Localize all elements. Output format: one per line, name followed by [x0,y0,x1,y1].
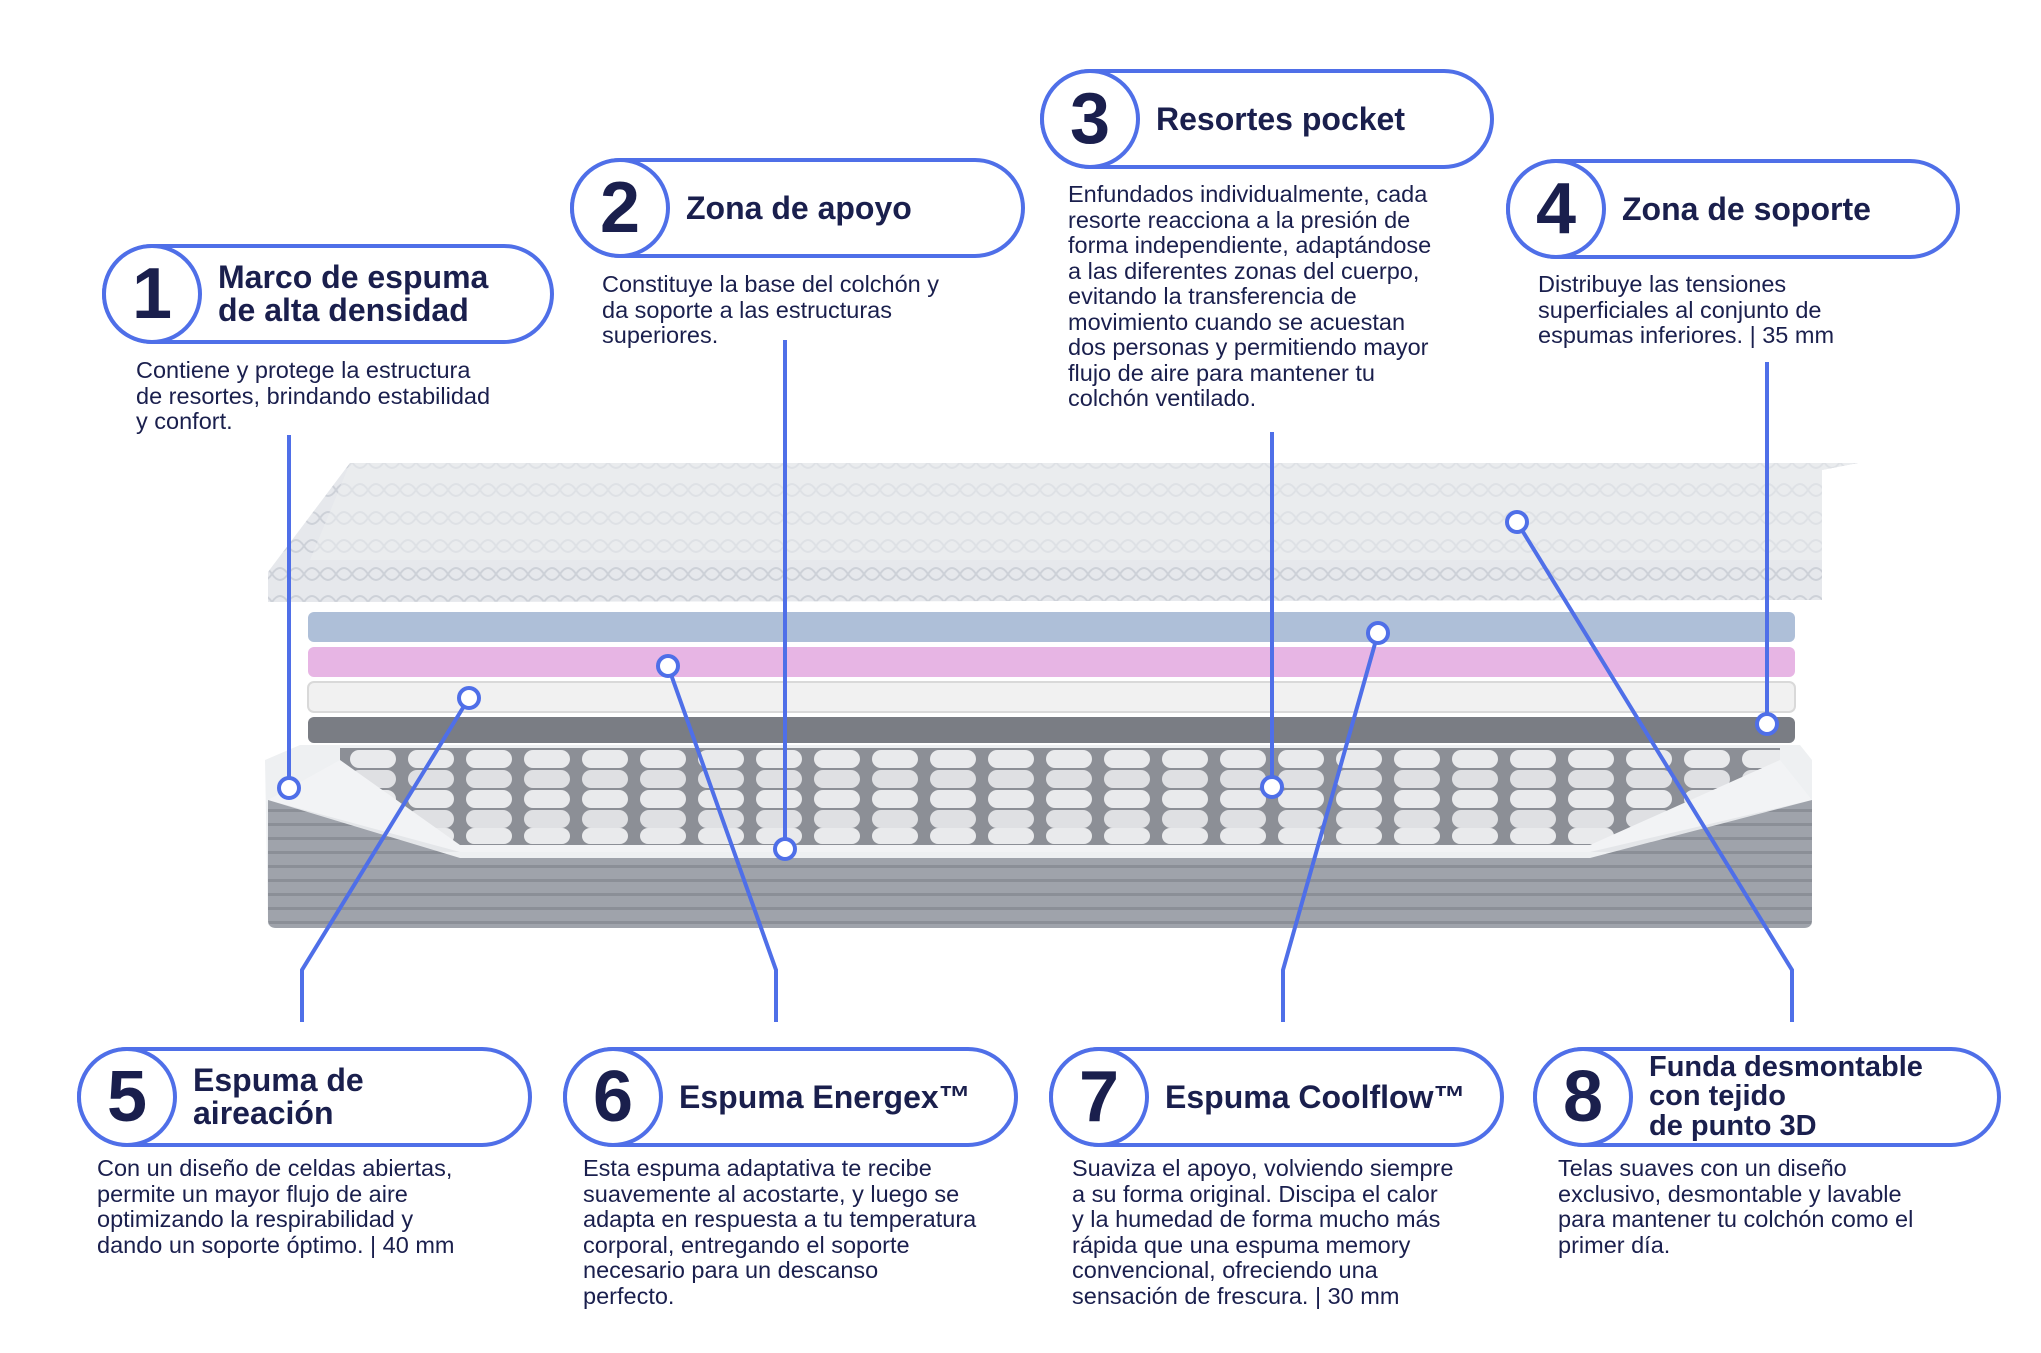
marker-dots [277,510,1779,861]
leader-line-8 [1515,520,1794,1022]
callout-4-header: 4 Zona de soporte [1506,159,1960,259]
callout-2-title: Zona de apoyo [686,189,912,226]
callout-1-description: Contiene y protege la estructura de reso… [136,357,491,434]
callout-3-header: 3 Resortes pocket [1040,69,1494,169]
leader-line-6 [666,665,778,1022]
marker-dot-3 [1260,775,1284,799]
callout-2-header: 2 Zona de apoyo [570,158,1025,258]
marker-dot-5 [457,686,481,710]
callout-3-title: Resortes pocket [1156,100,1405,137]
callout-4-description: Distribuye las tensiones superficiales a… [1538,271,1835,348]
marker-dot-6 [656,654,680,678]
callout-2-description: Constituye la base del colchón y da sopo… [602,271,940,348]
marker-dot-2 [773,837,797,861]
callout-7-number: 7 [1049,1047,1149,1147]
marker-dot-8 [1505,510,1529,534]
callout-6-title: Espuma Energex™ [679,1078,971,1115]
layer-blue-foam [308,612,1795,642]
quilted-cover [268,463,1858,602]
leader-line-7 [1281,632,1380,1022]
callout-7-header: 7 Espuma Coolflow™ [1049,1047,1504,1147]
callout-5-title: Espuma de aireación [193,1062,364,1131]
callout-8-number: 8 [1533,1047,1633,1147]
layer-pink-foam [308,647,1795,677]
marker-dot-7 [1366,621,1390,645]
layer-gray-foam [308,717,1795,743]
callout-6-header: 6 Espuma Energex™ [563,1047,1018,1147]
callout-8-header: 8 Funda desmontable con tejido de punto … [1533,1047,2001,1147]
base-frame [265,745,1812,928]
layer-white-foam [307,681,1796,713]
callout-5-header: 5 Espuma de aireación [77,1047,532,1147]
callout-7-title: Espuma Coolflow™ [1165,1078,1466,1115]
callout-3-number: 3 [1040,69,1140,169]
callout-4-title: Zona de soporte [1622,190,1871,227]
leader-lines [287,340,1794,1022]
leader-line-5 [300,696,471,1022]
callout-1-title: Marco de espuma de alta densidad [218,259,489,328]
marker-dot-1 [277,776,301,800]
callout-2-number: 2 [570,158,670,258]
callout-1-number: 1 [102,244,202,344]
callout-7-description: Suaviza el apoyo, volviendo siempre a su… [1072,1155,1454,1309]
callout-6-description: Esta espuma adaptativa te recibe suaveme… [583,1155,977,1309]
callout-8-title: Funda desmontable con tejido de punto 3D [1649,1050,1923,1142]
callout-4-number: 4 [1506,159,1606,259]
callout-3-description: Enfundados individualmente, cada resorte… [1068,181,1432,411]
marker-dot-4 [1755,712,1779,736]
callout-5-number: 5 [77,1047,177,1147]
callout-1-header: 1 Marco de espuma de alta densidad [102,244,554,344]
callout-5-description: Con un diseño de celdas abiertas, permit… [97,1155,455,1258]
callout-6-number: 6 [563,1047,663,1147]
callout-8-description: Telas suaves con un diseño exclusivo, de… [1558,1155,1914,1258]
